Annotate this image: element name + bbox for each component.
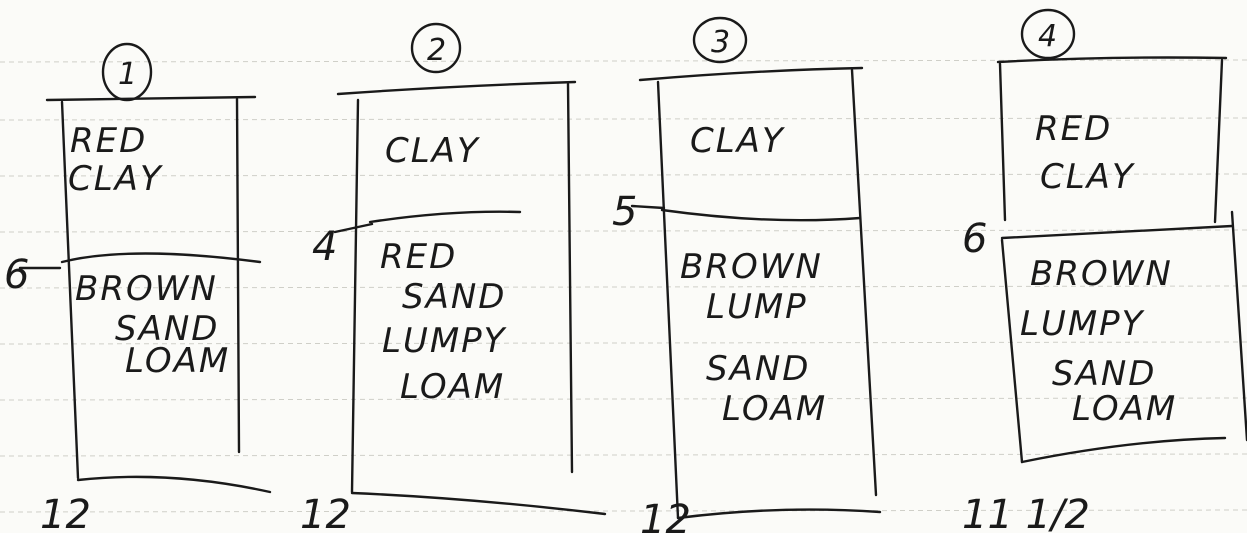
column-number-circle	[692, 16, 748, 64]
column-left-side	[656, 80, 680, 520]
column-left-side	[1000, 238, 1024, 464]
column-top-line	[45, 95, 257, 102]
bottom-layer-line-3: LOAM	[125, 341, 230, 381]
column-top-line	[638, 66, 864, 82]
boundary-depth: 4	[312, 224, 337, 270]
bottom-layer-line-1: RED	[380, 237, 457, 277]
depth-tick	[630, 204, 666, 210]
column-right-side	[566, 82, 574, 474]
bottom-depth: 11 1/2	[962, 492, 1090, 533]
top-layer-line-1: RED	[1035, 109, 1112, 149]
column-top-line	[336, 80, 577, 96]
bottom-layer-line-3: LUMPY	[382, 321, 507, 361]
top-layer-line-2: CLAY	[1040, 157, 1135, 197]
bottom-depth: 12	[300, 492, 351, 533]
bottom-depth: 12	[640, 497, 691, 533]
boundary-depth: 6	[962, 216, 987, 262]
column-right-side	[235, 97, 241, 454]
column-right-side-top	[1213, 58, 1224, 224]
column-top-line	[996, 56, 1228, 64]
top-layer-line-1: CLAY	[690, 121, 785, 161]
bottom-layer-line-2: SAND	[115, 309, 219, 349]
bottom-layer-line-2: LUMPY	[1020, 304, 1145, 344]
boundary-depth: 6	[4, 252, 29, 298]
column-number: 2	[427, 33, 446, 68]
depth-tick	[333, 222, 374, 234]
top-layer-line-1: CLAY	[385, 131, 480, 171]
column-right-side	[850, 68, 878, 497]
bottom-layer-line-1: BROWN	[680, 247, 823, 287]
layer-boundary	[368, 210, 522, 224]
soil-column-2: 2 4 12 CLAY RED SAND LUMPY LOAM	[300, 22, 607, 533]
soil-column-1: 1 6 12 RED CLAY BROWN SAND LOAM	[4, 42, 272, 533]
column-number: 1	[118, 57, 137, 92]
column-number: 3	[711, 25, 730, 60]
bottom-layer-line-2: SAND	[402, 277, 506, 317]
top-layer-line-2: CLAY	[68, 159, 163, 199]
column-number: 4	[1038, 19, 1057, 54]
column-number-circle	[1020, 8, 1076, 60]
column-bottom-line	[76, 475, 272, 494]
column-bottom-line	[676, 508, 882, 520]
column-left-side	[60, 100, 80, 480]
column-bottom-line	[1020, 436, 1227, 464]
boundary-depth: 5	[612, 189, 637, 235]
column-left-side	[350, 98, 360, 494]
column-number-circle	[410, 22, 462, 74]
bottom-layer-line-4: LOAM	[722, 389, 827, 429]
ruled-lines	[0, 59, 1247, 513]
top-layer-line-1: RED	[70, 121, 147, 161]
bottom-layer-line-1: BROWN	[1030, 254, 1173, 294]
soil-column-4: 4 6 11 1/2 RED CLAY BROWN LUMPY SAND LOA…	[962, 8, 1247, 533]
layer-boundary	[60, 252, 262, 264]
column-left-side-top	[998, 62, 1007, 222]
bottom-layer-line-1: BROWN	[75, 269, 218, 309]
bottom-layer-line-2: LUMP	[706, 287, 808, 327]
bottom-depth: 12	[40, 492, 91, 533]
bottom-layer-line-3: SAND	[1052, 354, 1156, 394]
layer-boundary	[1000, 224, 1234, 240]
bottom-layer-line-4: LOAM	[1072, 389, 1177, 429]
bottom-layer-line-3: SAND	[706, 349, 810, 389]
column-right-side	[1230, 210, 1247, 442]
soil-column-3: 3 5 12 CLAY BROWN LUMP SAND LOAM	[612, 16, 882, 533]
bottom-layer-line-4: LOAM	[400, 367, 505, 407]
layer-boundary	[660, 208, 862, 222]
column-bottom-line	[350, 491, 607, 516]
